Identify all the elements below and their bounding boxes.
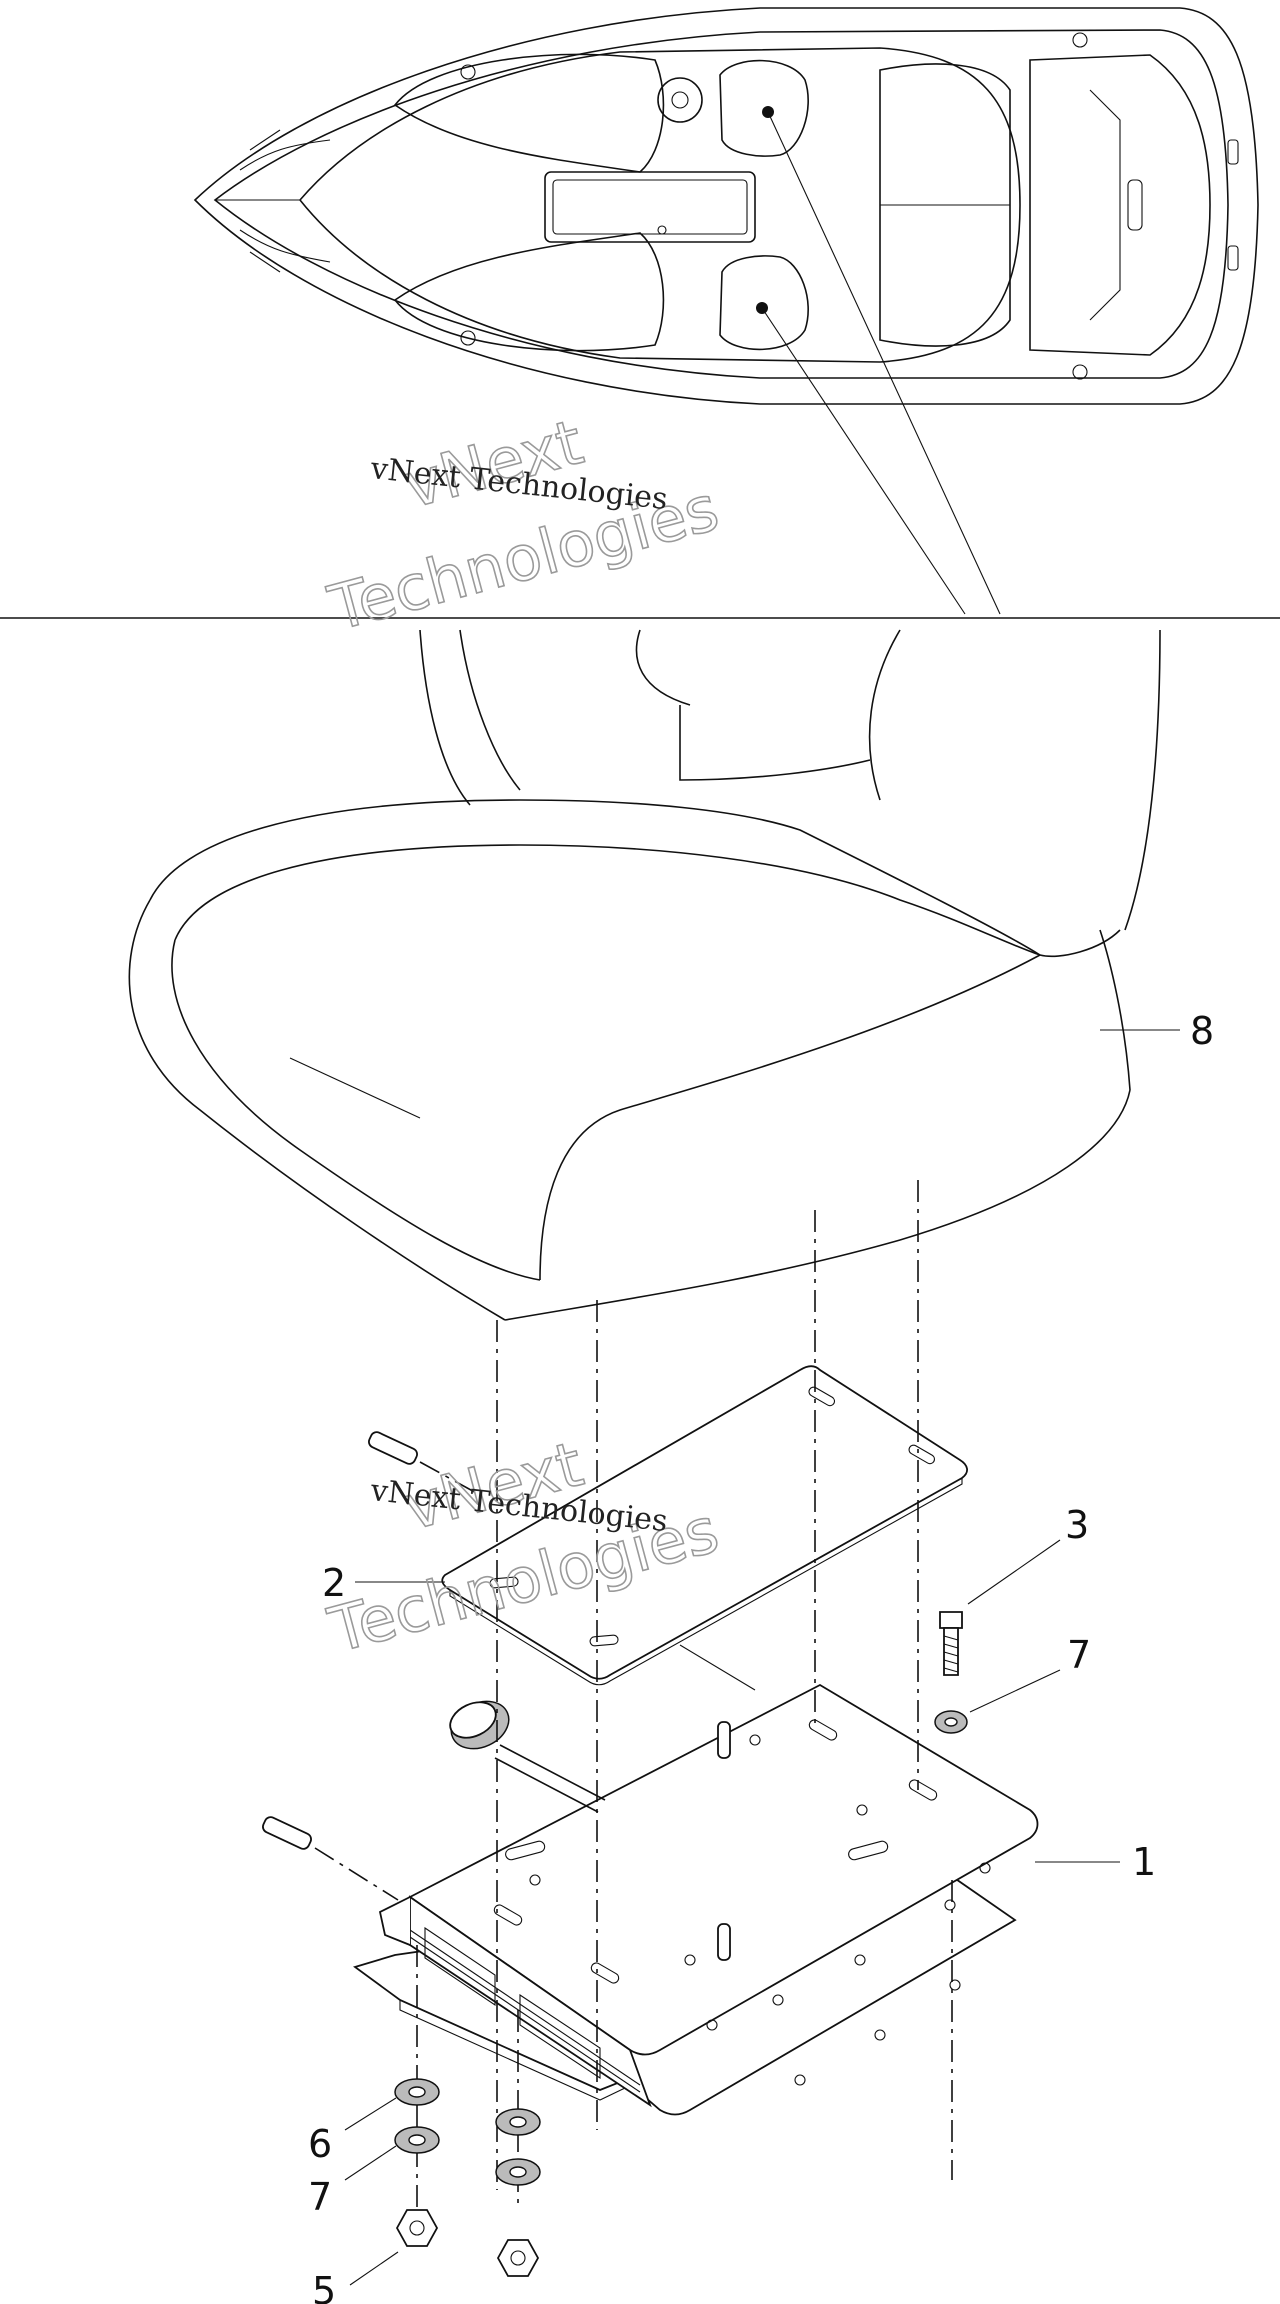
- boat-top-view: [193, 7, 1259, 615]
- callout-7-right: 7: [1067, 1633, 1091, 1677]
- seat-assembly: [128, 629, 1180, 1321]
- callout-8: 8: [1190, 1009, 1214, 1053]
- mounting-plate: [355, 1365, 968, 1686]
- callout-7-left: 7: [308, 2175, 332, 2219]
- callout-5: 5: [312, 2269, 336, 2304]
- slider-base: [262, 1644, 1120, 2116]
- bolt-item-3: [939, 1539, 1061, 1676]
- callout-6: 6: [308, 2122, 332, 2166]
- washer-item-6-left: [344, 2078, 440, 2131]
- callout-1: 1: [1132, 1840, 1156, 1884]
- washer-item-7-top: [934, 1669, 1061, 1734]
- nut-item-5-left: [349, 2209, 439, 2286]
- washer-item-7-left: [344, 2126, 440, 2181]
- callout-3: 3: [1065, 1503, 1089, 1547]
- watermark-top: vNext Technologies vNext Technologies: [320, 404, 726, 646]
- washers-right-stack: [495, 2108, 541, 2277]
- callout-2: 2: [322, 1561, 346, 1605]
